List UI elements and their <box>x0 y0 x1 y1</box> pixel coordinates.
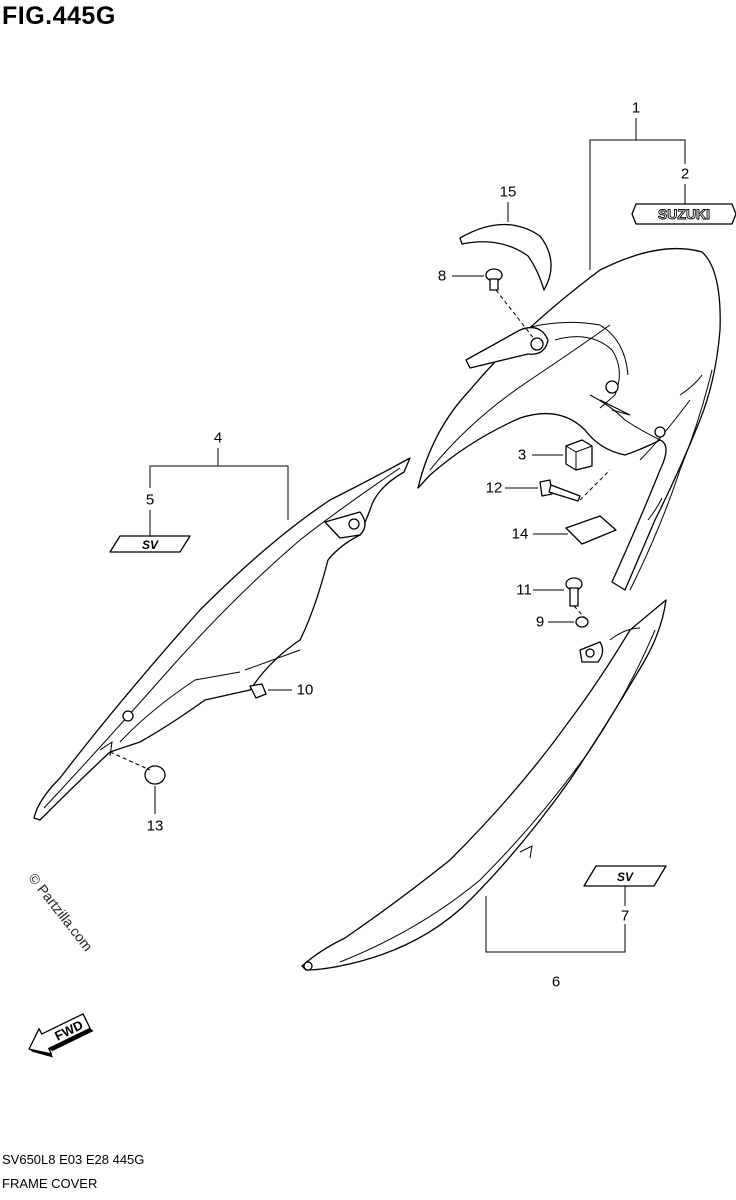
callout-4: 4 <box>213 429 223 447</box>
callout-6: 6 <box>551 973 561 991</box>
part-3-cushion <box>565 439 593 471</box>
leader-lines <box>109 118 686 953</box>
part-7-sv-emblem: SV <box>583 865 667 887</box>
part-6-right-frame-cover <box>301 599 667 971</box>
callout-5: 5 <box>145 491 155 509</box>
part-13-grommet <box>144 765 166 785</box>
callout-14: 14 <box>511 525 529 543</box>
sv-logo-right-text: SV <box>617 870 634 884</box>
callout-8: 8 <box>437 267 447 285</box>
callout-9: 9 <box>535 613 545 631</box>
sv-logo-left-text: SV <box>142 538 159 552</box>
model-code: SV650L8 E03 E28 445G <box>2 1152 145 1167</box>
figure-title: FIG.445G <box>2 2 116 30</box>
callout-3: 3 <box>517 446 527 464</box>
callout-10: 10 <box>296 681 314 699</box>
part-8-screw <box>485 268 503 291</box>
callout-11: 11 <box>516 581 532 599</box>
part-5-sv-emblem: SV <box>109 535 191 553</box>
part-9-nut <box>575 616 589 628</box>
part-15-trim-strip <box>459 223 552 291</box>
part-4-left-frame-cover <box>33 457 411 821</box>
callout-12: 12 <box>485 479 503 497</box>
figure-name: FRAME COVER <box>2 1176 98 1191</box>
part-11-bolt <box>565 577 583 607</box>
part-1-tail-cover <box>417 247 721 591</box>
part-12-bolt <box>539 479 581 502</box>
callout-2: 2 <box>680 165 690 183</box>
callout-1: 1 <box>631 99 641 117</box>
fwd-arrow: FWD <box>28 1013 94 1058</box>
callout-15: 15 <box>499 183 517 201</box>
part-2-suzuki-emblem: SUZUKI <box>631 203 736 225</box>
suzuki-logo-text: SUZUKI <box>658 206 710 222</box>
part-10-clip <box>249 683 267 699</box>
callout-13: 13 <box>146 817 164 835</box>
callout-7: 7 <box>620 907 630 925</box>
part-14-pad <box>565 515 617 545</box>
